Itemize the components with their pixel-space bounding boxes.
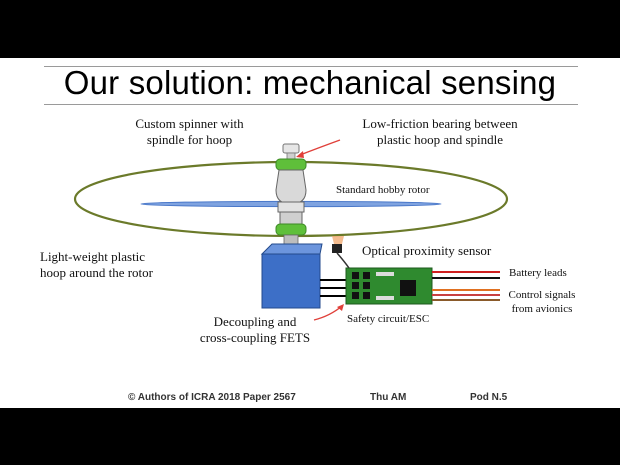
mcu-chip	[400, 280, 416, 296]
slide-footer: © Authors of ICRA 2018 Paper 2567 Thu AM…	[0, 392, 620, 406]
control-signals-label-line1: Control signals	[508, 289, 576, 301]
hoop-label-line2: hoop around the rotor	[40, 265, 154, 280]
footer-authors: © Authors of ICRA 2018 Paper 2567	[128, 392, 296, 403]
fet-chip	[363, 272, 370, 279]
smd-part	[376, 296, 394, 300]
bearing-arrowhead	[296, 151, 304, 158]
fet-chip	[352, 292, 359, 299]
fet-chip	[363, 282, 370, 289]
motor-bell	[283, 234, 299, 245]
bearing-arrow	[299, 139, 341, 156]
mechanical-sensing-diagram	[73, 139, 509, 321]
upper-bearing-collar	[275, 158, 307, 171]
rotor-hub	[277, 201, 305, 213]
sensor-beam	[332, 236, 344, 244]
safety-circuit-label: Safety circuit/ESC	[347, 313, 430, 325]
hoop-label: Light-weight plastic hoop around the rot…	[40, 249, 180, 281]
bearing-label-line1: Low-friction bearing between	[362, 116, 518, 131]
hoop-label-line1: Light-weight plastic	[40, 249, 146, 264]
fet-chip	[352, 282, 359, 289]
decoupling-label-line2: cross-coupling FETS	[199, 330, 311, 345]
custom-spinner-label-line1: Custom spinner with	[135, 116, 244, 131]
bearing-label: Low-friction bearing between plastic hoo…	[340, 116, 540, 148]
slide: Our solution: mechanical sensing	[0, 58, 620, 408]
footer-session: Thu AM	[370, 392, 407, 403]
motor	[261, 253, 321, 309]
rotor-label: Standard hobby rotor	[336, 184, 430, 196]
optical-sensor	[332, 244, 342, 253]
decoupling-label: Decoupling and cross-coupling FETS	[180, 314, 330, 346]
control-signals-label: Control signals from avionics	[500, 288, 584, 316]
decoupling-label-line1: Decoupling and	[213, 314, 297, 329]
custom-spinner-label-line2: spindle for hoop	[146, 132, 233, 147]
smd-part	[376, 272, 394, 276]
spinner-body	[275, 169, 307, 205]
bearing-label-line2: plastic hoop and spindle	[376, 132, 503, 147]
battery-leads-label: Battery leads	[509, 267, 567, 279]
spindle-cap	[282, 143, 300, 154]
optical-sensor-label: Optical proximity sensor	[362, 243, 492, 258]
custom-spinner-label: Custom spinner with spindle for hoop	[112, 116, 267, 148]
esc-arrowhead	[337, 304, 344, 311]
fet-chip	[352, 272, 359, 279]
motor-shaft	[279, 211, 303, 225]
footer-pod: Pod N.5	[470, 392, 508, 403]
sensor-cable	[336, 252, 350, 269]
control-signals-label-line2: from avionics	[511, 303, 573, 315]
fet-chip	[363, 292, 370, 299]
slide-title: Our solution: mechanical sensing	[63, 64, 557, 101]
motor-top-face	[260, 243, 323, 255]
lower-bearing-collar	[275, 223, 307, 236]
title-rule-top	[44, 66, 578, 67]
title-rule-bottom	[44, 104, 578, 105]
